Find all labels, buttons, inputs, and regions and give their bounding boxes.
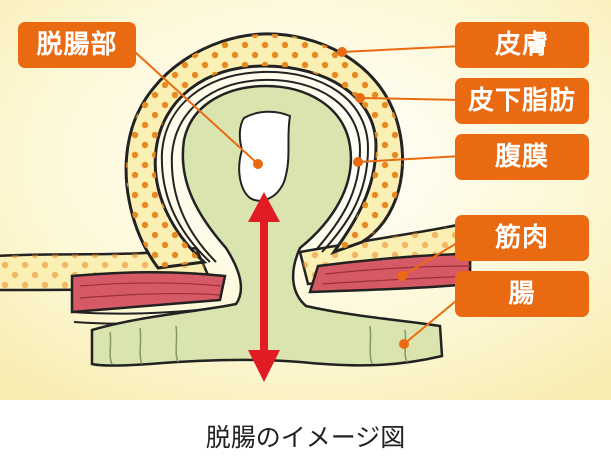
label-intestine: 腸 (455, 271, 589, 317)
callout-dot-fat (355, 93, 365, 103)
intestine-lumen (238, 110, 292, 202)
callout-dot-muscle (397, 271, 407, 281)
label-muscle: 筋肉 (455, 215, 589, 261)
callout-lines (134, 45, 463, 349)
movement-arrow-up (248, 192, 280, 222)
figure-caption: 脱腸のイメージ図 (205, 423, 406, 452)
callout-dot-intestine (399, 339, 409, 349)
label-peritoneum: 腹膜 (455, 134, 589, 180)
label-hernia: 脱腸部 (18, 22, 136, 68)
peritoneum-line-inner (170, 78, 362, 263)
movement-arrow-down (248, 350, 280, 382)
callout-dot-skin (337, 47, 347, 57)
illustration-panel: 脱腸部 皮膚 皮下脂肪 腹膜 筋肉 腸 (0, 0, 611, 400)
callout-dot-peritoneum (353, 157, 363, 167)
peritoneum-line-outer (160, 70, 370, 263)
callout-dot-hernia (253, 159, 263, 169)
label-skin: 皮膚 (455, 22, 589, 68)
label-subcutaneous-fat: 皮下脂肪 (455, 78, 589, 124)
muscle-layer-left (70, 270, 227, 314)
